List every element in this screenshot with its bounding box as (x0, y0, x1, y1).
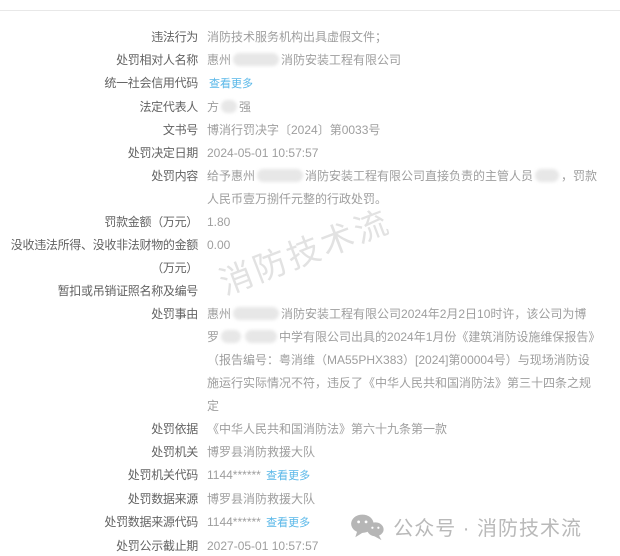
value-text: 消防安装工程有限公司 (281, 53, 402, 67)
redacted-text (245, 330, 278, 343)
value-text: 惠州 (207, 53, 232, 67)
field-row-legal-representative: 法定代表人 方强 (0, 96, 620, 119)
field-row-penalty-authority-code: 处罚机关代码 1144****** 查看更多 (0, 464, 620, 488)
field-row-penalty-publicity-deadline: 处罚公示截止期 2027-05-01 10:57:57 (0, 535, 620, 556)
field-label: 文书号 (162, 123, 198, 137)
redacted-text (233, 307, 280, 320)
field-value: 博罗县消防救援大队 (207, 445, 316, 459)
field-label: 统一社会信用代码 (104, 76, 198, 90)
field-value: 消防技术服务机构出具虚假文件； (207, 30, 388, 44)
value-text: 消防安装工程有限公司2024年2月2日10时许，该公司为博罗 (207, 307, 587, 344)
view-more-link[interactable]: 查看更多 (266, 470, 311, 482)
value-text: 1144****** (207, 468, 261, 482)
field-value (207, 280, 598, 303)
field-label: 罚款金额（万元） (104, 215, 198, 229)
value-text: 中学有限公司出具的2024年1月份《建筑消防设施维保报告》（报告编号：粤消维（M… (207, 330, 595, 413)
field-value: 《中华人民共和国消防法》第六十九条第一款 (207, 422, 448, 436)
view-more-link[interactable]: 查看更多 (209, 78, 253, 90)
field-row-unified-social-credit-code: 统一社会信用代码 查看更多 (0, 72, 620, 96)
field-row-confiscation-amount: 没收违法所得、没收非法财物的金额（万元） 0.00 (0, 234, 620, 280)
field-label: 处罚机关 (151, 445, 198, 459)
field-label: 处罚相对人名称 (116, 53, 198, 67)
field-label: 处罚决定日期 (127, 146, 199, 160)
field-label: 处罚事由 (151, 307, 198, 321)
field-value: 给予惠州 消防安装工程有限公司直接负责的主管人员，罚款人民币壹万捌仟元整的行政处罚… (207, 165, 598, 211)
field-value: 方强 (207, 96, 598, 119)
field-value: 1144****** 查看更多 (207, 511, 598, 535)
top-divider (0, 10, 620, 11)
field-value: 0.00 (207, 238, 231, 252)
wechat-icon (350, 513, 384, 541)
wechat-watermark: 公众号 · 消防技术流 (350, 512, 582, 541)
redacted-text (257, 169, 304, 182)
redacted-text (233, 53, 280, 66)
field-value: 查看更多 (207, 72, 598, 96)
field-row-document-number: 文书号 博消行罚决字〔2024〕第0033号 (0, 119, 620, 142)
field-row-penalty-decision-date: 处罚决定日期 2024-05-01 10:57:57 (0, 142, 620, 165)
view-more-link[interactable]: 查看更多 (266, 517, 311, 529)
value-text: 1144****** (207, 515, 261, 529)
field-label: 处罚内容 (151, 169, 198, 183)
field-row-penalty-data-source: 处罚数据来源 博罗县消防救援大队 (0, 488, 620, 511)
field-value: 惠州消防安装工程有限公司2024年2月2日10时许，该公司为博罗中学有限公司出具… (207, 303, 598, 418)
value-text: 消防安装工程有限公司直接负责的主管人员 (305, 169, 534, 183)
field-row-illegal-act: 违法行为 消防技术服务机构出具虚假文件； (0, 26, 620, 49)
field-value: 2027-05-01 10:57:57 (207, 539, 319, 553)
value-text: 惠州 (207, 307, 232, 321)
penalty-detail-list: 违法行为 消防技术服务机构出具虚假文件； 处罚相对人名称 惠州消防安装工程有限公… (0, 26, 620, 556)
field-row-penalty-data-source-code: 处罚数据来源代码 1144****** 查看更多 (0, 511, 620, 535)
value-text: 强 (239, 100, 252, 114)
field-value: 博罗县消防救援大队 (207, 492, 316, 506)
redacted-text (221, 100, 238, 113)
field-label: 违法行为 (151, 30, 198, 44)
field-label: 处罚公示截止期 (116, 539, 198, 553)
field-value: 博消行罚决字〔2024〕第0033号 (207, 123, 381, 137)
field-value: 1144****** 查看更多 (207, 464, 598, 488)
field-row-penalty-basis: 处罚依据 《中华人民共和国消防法》第六十九条第一款 (0, 418, 620, 441)
redacted-text (221, 330, 242, 343)
field-row-penalty-content: 处罚内容 给予惠州 消防安装工程有限公司直接负责的主管人员，罚款人民币壹万捌仟元整… (0, 165, 620, 211)
field-value: 惠州 消防安装工程有限公司 (207, 49, 598, 72)
value-text: 给予惠州 (207, 169, 256, 183)
redacted-text (535, 169, 560, 182)
field-label: 处罚数据来源代码 (104, 515, 198, 529)
field-label: 暂扣或吊销证照名称及编号 (57, 284, 199, 298)
wechat-watermark-text: 公众号 · 消防技术流 (393, 518, 582, 540)
field-label: 没收违法所得、没收非法财物的金额（万元） (10, 238, 199, 275)
field-label: 处罚机关代码 (127, 468, 199, 482)
field-row-fine-amount: 罚款金额（万元） 1.80 (0, 211, 620, 234)
field-row-penalized-party-name: 处罚相对人名称 惠州 消防安装工程有限公司 (0, 49, 620, 72)
field-row-penalty-authority: 处罚机关 博罗县消防救援大队 (0, 441, 620, 464)
field-row-license-revocation: 暂扣或吊销证照名称及编号 (0, 280, 620, 303)
field-value: 1.80 (207, 215, 231, 229)
field-row-penalty-reason: 处罚事由 惠州消防安装工程有限公司2024年2月2日10时许，该公司为博罗中学有… (0, 303, 620, 418)
value-text: 方 (207, 100, 220, 114)
value-text: ，罚款人民币壹万捌仟元整的行政处罚。 (207, 169, 598, 206)
field-label: 处罚数据来源 (127, 492, 199, 506)
field-label: 处罚依据 (151, 422, 198, 436)
field-value: 2024-05-01 10:57:57 (207, 146, 319, 160)
field-label: 法定代表人 (139, 100, 198, 114)
